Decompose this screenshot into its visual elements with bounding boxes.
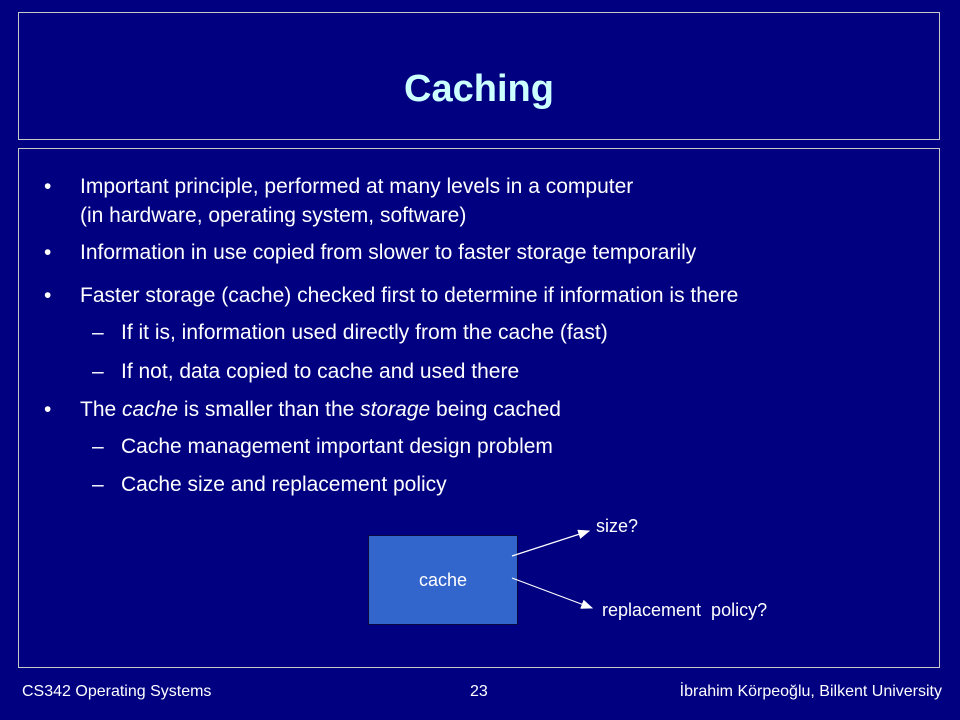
slide-title: Caching — [404, 68, 554, 110]
sub-bullet-text: If not, data copied to cache and used th… — [121, 360, 520, 383]
text-run: is smaller than the — [178, 398, 361, 421]
sub-bullet-marker: – — [92, 435, 104, 458]
bullet-text: Important principle, performed at many l… — [80, 175, 634, 198]
bullet-text: Information in use copied from slower to… — [80, 241, 697, 264]
text-run-italic: cache — [122, 398, 179, 421]
bullet-text-continuation: (in hardware, operating system, software… — [80, 204, 467, 227]
arrow-label-replacement-policy: replacement policy? — [602, 600, 768, 620]
bullet-marker: • — [44, 398, 52, 421]
text-run: The — [80, 398, 123, 421]
footer-author: İbrahim Körpeoğlu, Bilkent University — [679, 683, 942, 700]
sub-bullet-text: Cache size and replacement policy — [121, 473, 447, 496]
cache-box-label: cache — [418, 569, 468, 590]
bullet-text: Faster storage (cache) checked first to … — [80, 284, 739, 307]
bullet-marker: • — [44, 241, 52, 264]
arrow-to-size — [511, 529, 591, 557]
text-run: being cached — [430, 398, 561, 421]
title-frame: Caching — [18, 12, 940, 140]
sub-bullet-marker: – — [92, 473, 104, 496]
sub-bullet-text: If it is, information used directly from… — [121, 321, 608, 344]
content-frame — [18, 148, 940, 668]
footer-course: CS342 Operating Systems — [22, 683, 212, 700]
arrow-to-replacement-policy — [511, 577, 594, 609]
sub-bullet-marker: – — [92, 321, 104, 344]
bullet-marker: • — [44, 175, 52, 198]
arrow-label-size: size? — [596, 516, 639, 536]
bullet-text: The cache is smaller than the storage be… — [80, 398, 561, 422]
sub-bullet-text: Cache management important design proble… — [121, 435, 553, 458]
bullet-marker: • — [44, 284, 52, 307]
sub-bullet-marker: – — [92, 360, 104, 383]
text-run-italic: storage — [360, 398, 431, 421]
footer-page-number: 23 — [470, 683, 488, 700]
